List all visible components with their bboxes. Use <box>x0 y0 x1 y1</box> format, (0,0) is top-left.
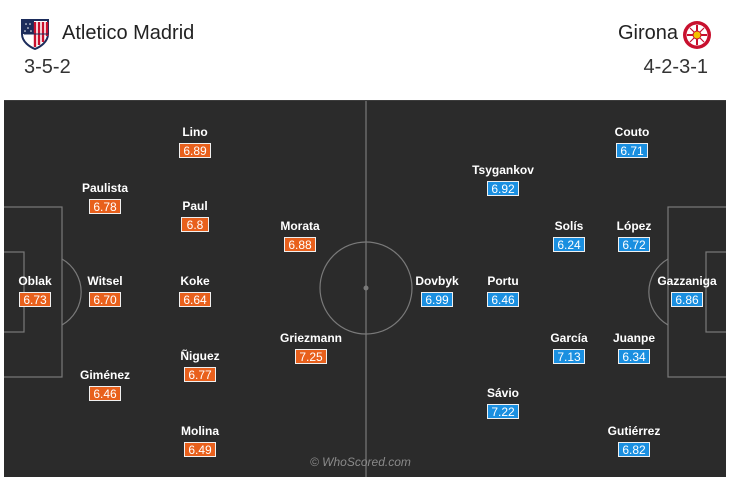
away-team-name[interactable]: Girona <box>617 22 678 44</box>
home-player[interactable]: Molina 6.49 <box>155 424 245 459</box>
player-rating: 7.22 <box>487 404 519 419</box>
player-name: Molina <box>181 424 219 438</box>
player-rating: 6.77 <box>184 367 216 382</box>
player-rating: 6.34 <box>618 349 650 364</box>
home-player[interactable]: Giménez 6.46 <box>60 368 150 403</box>
player-rating: 6.8 <box>181 217 209 232</box>
player-name: López <box>616 219 652 233</box>
player-name: Giménez <box>79 368 130 382</box>
away-player[interactable]: Gutiérrez 6.82 <box>589 424 679 459</box>
away-player[interactable]: García 7.13 <box>524 331 614 366</box>
away-player[interactable]: Couto 6.71 <box>587 125 677 160</box>
player-rating: 6.89 <box>179 143 211 158</box>
player-name: Oblak <box>18 274 52 288</box>
player-name: Griezmann <box>279 331 342 345</box>
home-player[interactable]: Paul 6.8 <box>150 199 240 234</box>
home-player[interactable]: Morata 6.88 <box>255 219 345 254</box>
away-player[interactable]: Sávio 7.22 <box>458 386 548 421</box>
player-rating: 6.70 <box>89 292 121 307</box>
player-name: Morata <box>280 219 320 233</box>
player-rating: 6.86 <box>671 292 703 307</box>
away-player[interactable]: Tsygankov 6.92 <box>458 163 548 198</box>
player-name: Witsel <box>87 274 123 288</box>
player-rating: 6.73 <box>19 292 51 307</box>
player-name: Sávio <box>486 386 519 400</box>
player-rating: 6.46 <box>487 292 519 307</box>
player-rating: 6.72 <box>618 237 650 252</box>
player-name: García <box>550 331 588 345</box>
player-rating: 6.49 <box>184 442 216 457</box>
pitch: Lino 6.89 Paulista 6.78 Paul 6.8 Morata … <box>4 100 726 477</box>
player-name: Koke <box>180 274 210 288</box>
player-rating: 6.82 <box>618 442 650 457</box>
player-rating: 6.71 <box>616 143 648 158</box>
player-name: Dovbyk <box>415 274 459 288</box>
away-player[interactable]: Gazzaniga 6.86 <box>642 274 726 309</box>
away-player[interactable]: Portu 6.46 <box>458 274 548 309</box>
player-name: Juanpe <box>612 331 655 345</box>
away-player[interactable]: Dovbyk 6.99 <box>392 274 482 309</box>
match-header: Atletico Madrid 3-5-2 Girona 4-2-3-1 <box>0 0 730 100</box>
player-name: Portu <box>487 274 519 288</box>
home-player[interactable]: Paulista 6.78 <box>60 181 150 216</box>
home-player[interactable]: Griezmann 7.25 <box>266 331 356 366</box>
player-name: Lino <box>182 125 208 139</box>
home-player[interactable]: Koke 6.64 <box>150 274 240 309</box>
player-name: Solís <box>554 219 584 233</box>
player-name: Paul <box>182 199 208 213</box>
home-player[interactable]: Lino 6.89 <box>150 125 240 160</box>
player-rating: 7.25 <box>295 349 327 364</box>
home-player[interactable]: Witsel 6.70 <box>60 274 150 309</box>
player-rating: 6.64 <box>179 292 211 307</box>
home-team-name[interactable]: Atletico Madrid <box>62 22 195 44</box>
pitch-markings <box>4 101 726 477</box>
player-rating: 7.13 <box>553 349 585 364</box>
away-formation: 4-2-3-1 <box>643 56 708 78</box>
player-rating: 6.88 <box>284 237 316 252</box>
whoscored-watermark: © WhoScored.com <box>310 455 411 469</box>
player-name: Ñiguez <box>180 349 220 363</box>
atletico-madrid-crest-icon <box>21 19 49 50</box>
player-rating: 6.46 <box>89 386 121 401</box>
away-player[interactable]: López 6.72 <box>589 219 679 254</box>
home-player[interactable]: Oblak 6.73 <box>4 274 80 309</box>
player-rating: 6.92 <box>487 181 519 196</box>
player-name: Couto <box>614 125 650 139</box>
home-player[interactable]: Ñiguez 6.77 <box>155 349 245 384</box>
away-player[interactable]: Solís 6.24 <box>524 219 614 254</box>
player-rating: 6.78 <box>89 199 121 214</box>
player-name: Tsygankov <box>472 163 534 177</box>
player-rating: 6.24 <box>553 237 585 252</box>
girona-crest-icon <box>683 21 711 49</box>
player-name: Gutiérrez <box>607 424 661 438</box>
player-name: Gazzaniga <box>657 274 717 288</box>
player-name: Paulista <box>81 181 129 195</box>
away-player[interactable]: Juanpe 6.34 <box>589 331 679 366</box>
home-formation: 3-5-2 <box>24 56 71 78</box>
player-rating: 6.99 <box>421 292 453 307</box>
